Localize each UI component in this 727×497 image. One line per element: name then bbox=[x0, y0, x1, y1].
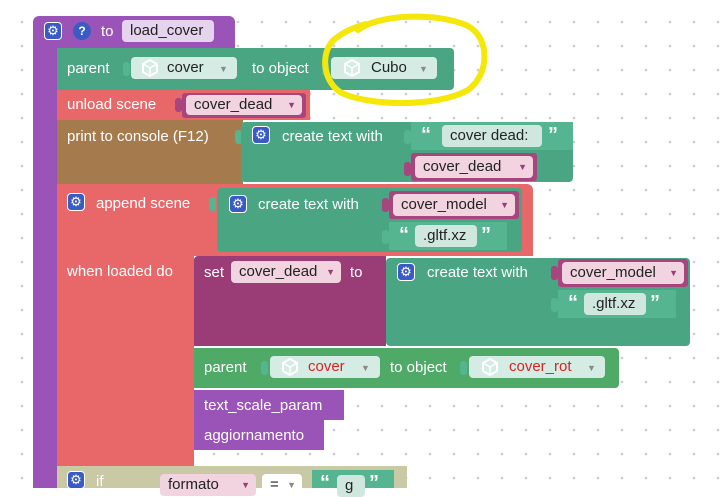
when-loaded-label: when loaded do bbox=[67, 263, 173, 280]
print-console-block[interactable] bbox=[57, 120, 243, 184]
open-quote-icon: “ bbox=[399, 224, 409, 246]
parent-label: parent bbox=[67, 60, 110, 77]
settings-gear-icon[interactable]: ⚙ bbox=[229, 195, 247, 213]
dropdown-arrow-icon: ▼ bbox=[326, 267, 335, 277]
open-quote-icon: “ bbox=[568, 292, 578, 314]
string-field[interactable]: cover dead: bbox=[442, 125, 542, 147]
call-label: text_scale_param bbox=[204, 397, 323, 414]
input-connector bbox=[209, 197, 216, 211]
cube-icon bbox=[482, 358, 498, 376]
dropdown-arrow-icon: ▼ bbox=[500, 200, 509, 210]
set-label: set bbox=[204, 264, 225, 281]
call-label: aggiornamento bbox=[204, 427, 305, 444]
cover-model-variable-dropdown[interactable]: cover_model▼ bbox=[393, 194, 515, 216]
input-connector bbox=[235, 130, 242, 144]
input-connector bbox=[551, 298, 558, 312]
input-connector bbox=[261, 361, 268, 375]
input-connector bbox=[382, 198, 389, 212]
string-field[interactable]: .gltf.xz bbox=[584, 293, 646, 315]
close-quote-icon: ” bbox=[481, 224, 491, 246]
procedure-name-field[interactable]: load_cover bbox=[122, 20, 214, 42]
dropdown-arrow-icon: ▼ bbox=[669, 268, 678, 278]
input-connector bbox=[404, 162, 411, 176]
call-text-scale-param-block[interactable] bbox=[194, 390, 344, 420]
string-field[interactable]: g bbox=[337, 475, 365, 497]
child-object-dropdown[interactable]: cover bbox=[270, 356, 380, 378]
highlight-annotation bbox=[322, 13, 488, 106]
append-scene-rail bbox=[57, 256, 194, 468]
parent-label: parent bbox=[204, 359, 247, 376]
cover-model-variable-dropdown[interactable]: cover_model▼ bbox=[562, 262, 684, 284]
settings-gear-icon[interactable]: ⚙ bbox=[397, 263, 415, 281]
operator-dropdown[interactable]: =▼ bbox=[262, 474, 302, 496]
input-connector bbox=[175, 98, 182, 112]
set-variable-dropdown[interactable]: cover_dead▼ bbox=[231, 261, 341, 283]
child-object-dropdown[interactable]: cover bbox=[131, 57, 237, 79]
to-object-label: to object bbox=[390, 359, 447, 376]
unload-scene-label: unload scene bbox=[67, 96, 157, 113]
procedure-body-rail bbox=[33, 44, 57, 488]
cover-dead-variable-dropdown[interactable]: cover_dead▼ bbox=[415, 156, 533, 178]
input-connector bbox=[382, 230, 389, 244]
dropdown-arrow-icon: ▼ bbox=[219, 64, 228, 74]
dropdown-arrow-icon: ▼ bbox=[587, 363, 596, 373]
close-quote-icon: ” bbox=[369, 472, 379, 494]
dropdown-arrow-icon: ▼ bbox=[361, 363, 370, 373]
open-quote-icon: “ bbox=[421, 124, 431, 146]
cover-dead-variable-dropdown[interactable]: cover_dead▼ bbox=[186, 95, 302, 115]
print-console-label: print to console (F12) bbox=[67, 128, 209, 145]
cube-icon bbox=[142, 59, 158, 77]
close-quote-icon: ” bbox=[650, 292, 660, 314]
cube-icon bbox=[282, 358, 298, 376]
input-connector bbox=[404, 130, 411, 144]
dropdown-arrow-icon: ▼ bbox=[287, 100, 296, 110]
settings-gear-icon[interactable]: ⚙ bbox=[252, 126, 270, 144]
call-aggiornamento-block[interactable] bbox=[194, 420, 324, 450]
open-quote-icon: “ bbox=[320, 472, 330, 494]
create-text-label: create text with bbox=[258, 196, 359, 213]
set-to-label: to bbox=[350, 264, 363, 281]
target-object-dropdown[interactable]: cover_rot bbox=[469, 356, 605, 378]
settings-gear-icon[interactable]: ⚙ bbox=[44, 22, 62, 40]
dropdown-arrow-icon: ▼ bbox=[419, 64, 428, 74]
create-text-label: create text with bbox=[427, 264, 528, 281]
input-connector bbox=[551, 266, 558, 280]
append-scene-label: append scene bbox=[96, 195, 191, 212]
create-text-label: create text with bbox=[282, 128, 383, 145]
input-connector bbox=[123, 62, 130, 76]
dropdown-arrow-icon: ▼ bbox=[241, 480, 250, 490]
to-object-label: to object bbox=[252, 60, 309, 77]
dropdown-arrow-icon: ▼ bbox=[287, 480, 296, 490]
string-field[interactable]: .gltf.xz bbox=[415, 225, 477, 247]
formato-variable-dropdown[interactable]: formato▼ bbox=[160, 474, 256, 496]
cube-icon bbox=[344, 59, 360, 77]
help-icon[interactable]: ? bbox=[73, 22, 91, 40]
dropdown-arrow-icon: ▼ bbox=[518, 162, 527, 172]
settings-gear-icon[interactable]: ⚙ bbox=[67, 471, 85, 489]
settings-gear-icon[interactable]: ⚙ bbox=[67, 193, 85, 211]
close-quote-icon: ” bbox=[548, 124, 558, 146]
if-label: if bbox=[96, 473, 104, 490]
procedure-to-label: to bbox=[101, 23, 114, 40]
input-connector bbox=[460, 361, 467, 375]
